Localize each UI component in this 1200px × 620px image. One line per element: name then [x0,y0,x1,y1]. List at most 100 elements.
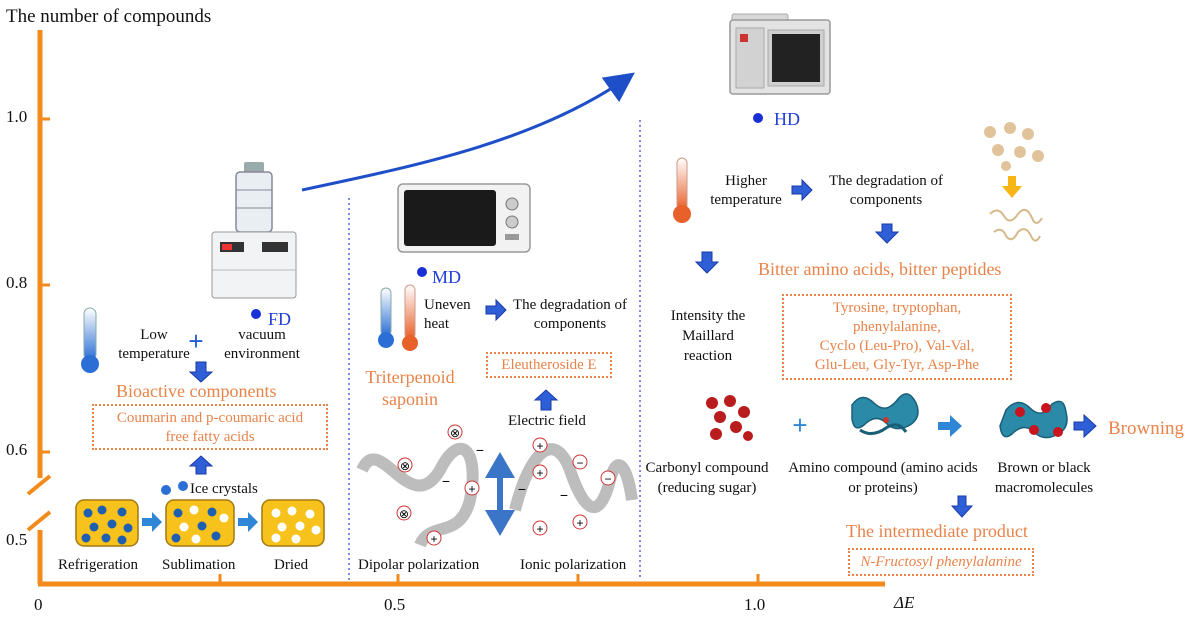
svg-text:⊗: ⊗ [450,426,460,440]
reducing-sugar-icon [706,395,753,441]
protein-cluster-icon [984,122,1044,171]
trend-arrow [301,72,635,192]
fd-compounds-line: free fatty acids [165,429,255,445]
x-axis [38,574,885,587]
md-dot-icon [417,267,427,277]
maillard-label: Intensity the Maillard reaction [670,308,746,364]
svg-text:+: + [536,439,543,453]
polarization-illustration: ⊗ ⊗ + ⊗ + + + − − + + − − − − [356,424,638,548]
svg-text:⊗: ⊗ [399,507,409,521]
hd-compounds-line: Glu-Leu, Gly-Tyr, Asp-Phe [814,357,980,373]
fd-compounds-box: Coumarin and p-coumaric acid free fatty … [92,404,328,450]
fd-down-arrow-1 [188,361,214,383]
fd-plus-icon: + [188,326,203,356]
y-tick-label: 0.5 [6,530,28,549]
md-right-arrow [485,298,507,322]
electric-field-arrow [485,452,515,536]
hd-right-arrow [791,178,813,202]
hd-result: Bitter amino acids, bitter peptides [758,259,1002,279]
svg-text:⊗: ⊗ [400,459,410,473]
hd-dot-icon [753,113,763,123]
thermometer-hot-icon [402,284,418,351]
hd-compounds-line: Tyrosine, tryptophan, [832,300,962,316]
hd-down-arrow-1 [874,223,900,244]
protein-ribbon-icon [851,393,919,435]
hd-effect: The degradation of components [828,173,944,208]
fd-dot-icon [251,309,261,319]
svg-text:−: − [604,472,611,486]
svg-text:+: + [468,482,475,496]
electric-field-label: Electric field [508,413,586,429]
browning-label: Browning [1108,418,1184,439]
svg-text:−: − [560,487,568,503]
ice-crystal-icon [178,481,188,491]
oven-icon [729,13,831,95]
intermediate-down-arrow [950,495,974,518]
svg-text:−: − [476,442,484,458]
hd-cause: Higher temperature [710,173,782,208]
svg-text:+: + [576,516,583,530]
md-cause: Uneven heat [424,297,471,332]
svg-text:−: − [518,481,526,497]
x-axis-title: ΔE [894,593,915,612]
ice-crystal-icon [161,485,171,495]
y-tick-label: 0.8 [6,273,28,292]
intermediate-label: The intermediate product [846,521,1028,541]
intermediate-compound-box: N-Fructosyl phenylalanine [848,548,1034,576]
x-tick-label: 1.0 [744,595,766,614]
x-tick-label: 0.5 [384,595,406,614]
md-label: MD [432,267,462,287]
thermometer-hot-icon [673,157,691,223]
hd-down-arrow-2 [694,251,720,274]
y-axis [26,30,52,584]
browning-arrow [1073,413,1097,439]
protein-degradation-arrow [1002,176,1022,198]
thermometer-cold-icon [378,287,394,348]
md-compound-box: Eleutheroside E [486,352,612,378]
hd-label: HD [774,109,800,129]
fd-step-arrow-1 [142,512,162,532]
fd-condition-vacuum: vacuum environment [224,327,300,362]
x-tick-label: 0 [34,595,43,614]
cell-refrigeration-icon [75,499,139,547]
microwave-icon [397,183,531,253]
freeze-dryer-icon [211,162,297,299]
brown-macromolecule-icon [999,400,1068,439]
ice-crystals-label: Ice crystals [190,481,258,497]
cell-dried-icon [261,499,325,547]
mechanism-dipolar-label: Dipolar polarization [358,557,480,573]
fd-compounds-line: Coumarin and p-coumaric acid [116,410,304,426]
fd-step-arrow-2 [238,512,258,532]
md-up-arrow [533,389,559,411]
md-effect: The degradation of components [512,297,628,332]
hd-plus-icon: + [792,410,807,440]
macromolecule-label: Brown or black macromolecules [994,460,1094,496]
fd-label: FD [268,309,292,329]
step-label-refrigeration: Refrigeration [58,557,138,573]
svg-text:−: − [576,456,583,470]
step-label-sublimation: Sublimation [162,557,236,573]
md-result: Triterpenoid saponin [365,367,455,409]
thermometer-cold-icon [81,307,99,373]
fd-up-arrow [188,455,214,475]
fd-result: Bioactive components [116,381,277,401]
svg-text:+: + [430,532,437,546]
y-tick-label: 0.6 [6,440,28,459]
fd-condition-temperature: Low temperature [118,327,190,362]
svg-text:−: − [442,473,450,489]
step-label-dried: Dried [274,557,309,573]
mechanism-ionic-label: Ionic polarization [520,557,627,573]
peptide-chain-icon [989,208,1043,242]
hd-compounds-line: Cyclo (Leu-Pro), Val-Val, [819,338,975,354]
hd-compounds-line: phenylalanine, [853,319,941,335]
cell-sublimation-icon [165,499,235,547]
svg-text:+: + [536,522,543,536]
y-axis-title: The number of compounds [6,6,212,27]
y-tick-label: 1.0 [6,107,28,126]
svg-text:+: + [536,466,543,480]
carbonyl-label: Carbonyl compound (reducing sugar) [645,460,769,496]
hd-step-arrow [938,415,962,437]
hd-compounds-box: Tyrosine, tryptophan, phenylalanine, Cyc… [782,294,1012,380]
amino-label: Amino compound (amino acids or proteins) [788,460,978,496]
